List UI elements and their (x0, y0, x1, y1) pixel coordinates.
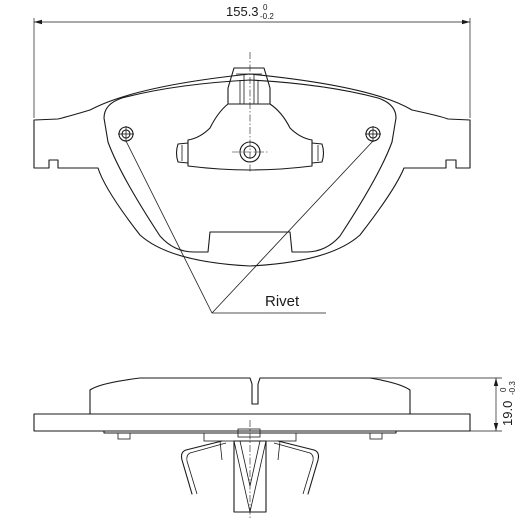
thickness-tolerance-upper: 0 (499, 387, 508, 392)
thickness-tolerance-lower: -0.3 (508, 381, 517, 395)
width-tolerance-lower: -0.2 (260, 12, 274, 21)
width-dimension: 155.3 0 -0.2 (33, 3, 471, 118)
rivet-hole-left (118, 126, 134, 142)
rivet-hole-right (365, 126, 381, 142)
width-nominal-value: 155.3 (226, 4, 259, 19)
backing-plate-plan-view (33, 73, 471, 267)
width-tolerance-upper: 0 (263, 3, 268, 12)
rivet-callout: Rivet (125, 140, 374, 314)
side-view-friction-block (89, 377, 411, 415)
thickness-dimension: 19.0 0 -0.3 (370, 377, 517, 432)
side-view-backing-plate (33, 413, 471, 440)
thickness-nominal-value: 19.0 (500, 401, 515, 426)
rivet-label: Rivet (265, 293, 300, 310)
spring-clip-plan-view (175, 52, 325, 172)
friction-material-outline (103, 79, 397, 253)
side-view-spring-clip (180, 420, 320, 520)
